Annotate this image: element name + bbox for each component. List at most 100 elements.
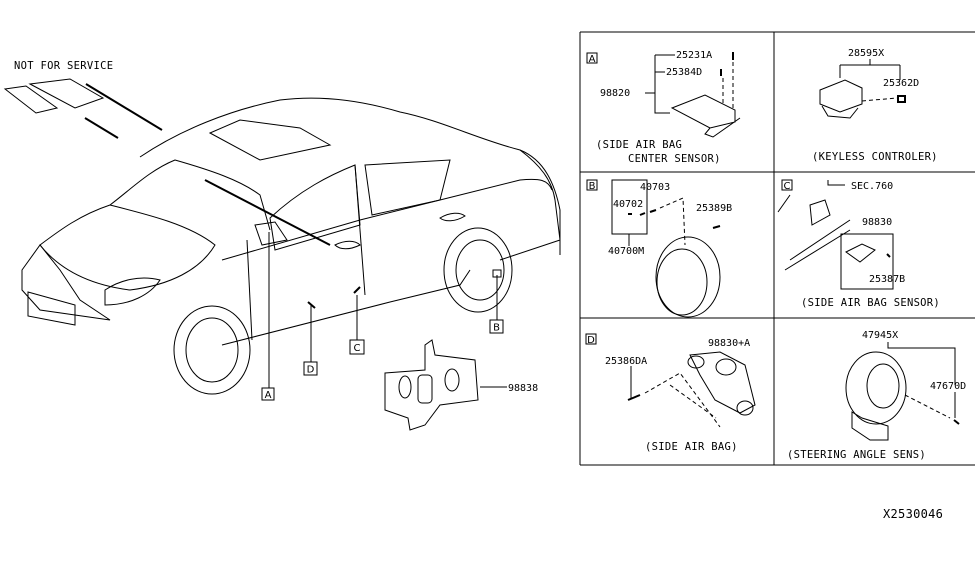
- module-boss-left: [687, 355, 705, 369]
- panel-b-tire-pressure[interactable]: B 40703 40702 40700M 25389B: [586, 179, 732, 318]
- part-98830: 98830: [862, 217, 892, 228]
- part-47945x: 47945X: [862, 330, 898, 341]
- panel-c-sensor-box: [840, 233, 894, 290]
- part-28595x: 28595X: [848, 48, 884, 59]
- bracket-98838[interactable]: 98838: [384, 339, 538, 431]
- module-boss-top: [715, 358, 737, 376]
- front-window: [269, 164, 361, 251]
- panel-d-key: D: [587, 335, 595, 346]
- wheel-rim-outer: [655, 236, 721, 318]
- steering-sensor-ring-outer: [845, 351, 907, 425]
- panel-keyless-caption: (KEYLESS CONTROLER): [812, 151, 938, 163]
- body-structure: [777, 194, 851, 271]
- rear-door-handle: [439, 212, 466, 222]
- panel-d-side-airbag[interactable]: D 98830+A 25386DA (SIDE AIR BAG): [585, 333, 756, 453]
- rear-wheel-tire: [443, 227, 513, 313]
- front-fascia: [21, 244, 111, 321]
- part-25384d: 25384D: [666, 67, 702, 78]
- center-sensor-shape: [670, 94, 741, 138]
- callout-c[interactable]: C: [349, 286, 365, 355]
- bracket-hole-2: [417, 374, 433, 404]
- sunroof: [208, 119, 332, 161]
- panel-a-side-airbag-center-sensor[interactable]: A 25231A 25384D 98820 (SIDE AIR BAG CENT…: [586, 50, 741, 165]
- callout-d[interactable]: D: [303, 301, 318, 376]
- windshield: [109, 159, 271, 231]
- license-plate: [27, 291, 76, 326]
- part-98830a: 98830+A: [708, 338, 750, 349]
- part-47670d: 47670D: [930, 381, 966, 392]
- panel-a-dashes: [722, 62, 734, 108]
- panel-keyless-leaders: [839, 59, 901, 80]
- part-sec760: SEC.760: [851, 181, 893, 192]
- not-for-service-group: NOT FOR SERVICE: [3, 60, 163, 139]
- sensor-d-icon: [307, 301, 316, 309]
- callout-d-label: D: [307, 365, 315, 376]
- flat-part-right: [28, 78, 105, 109]
- panel-steering-angle-sensor[interactable]: 47945X 47670D (STEERING ANGLE SENS): [787, 330, 966, 461]
- panel-c-key-box: [781, 179, 793, 191]
- panel-b-key-box: [586, 179, 598, 191]
- panel-steering-leader-top: [887, 342, 956, 385]
- bracket-hole-3: [444, 368, 460, 392]
- part-25386da: 25386DA: [605, 356, 647, 367]
- panel-a-caption-2: CENTER SENSOR): [628, 153, 721, 165]
- not-for-service-label: NOT FOR SERVICE: [14, 60, 113, 72]
- valve-parts-icon: [628, 209, 657, 216]
- panel-a-key: A: [589, 54, 596, 65]
- steering-sensor-connector: [851, 411, 889, 441]
- side-mirror: [254, 221, 288, 246]
- panel-c-caption: (SIDE AIR BAG SENSOR): [801, 297, 940, 309]
- panel-b-dash: [659, 197, 686, 246]
- panel-d-caption: (SIDE AIR BAG): [645, 441, 738, 453]
- hood: [39, 204, 216, 291]
- part-98820: 98820: [600, 88, 630, 99]
- headlamp: [104, 277, 161, 306]
- wheel-rim-inner: [656, 248, 708, 316]
- panel-a-leaders: [645, 54, 675, 114]
- module-boss-right: [736, 400, 754, 416]
- part-25362d: 25362D: [883, 78, 919, 89]
- panel-b-key: B: [589, 181, 596, 192]
- panel-grid: [579, 31, 975, 466]
- front-door-edge: [246, 239, 253, 341]
- sensor-nut-icon: [712, 225, 721, 229]
- flat-part-left: [3, 85, 59, 114]
- part-25231a: 25231A: [676, 50, 712, 61]
- callout-a-box: [261, 387, 275, 401]
- part-40703: 40703: [640, 182, 670, 193]
- front-wheel-tire: [173, 305, 251, 395]
- screw-icon-2: [953, 419, 960, 425]
- part-40702: 40702: [613, 199, 643, 210]
- harness-line-lower: [84, 117, 119, 139]
- screw-icon: [897, 95, 906, 103]
- panel-a-caption-1: (SIDE AIR BAG: [596, 139, 682, 151]
- panel-keyless-controller[interactable]: 28595X 25362D (KEYLESS CONTROLER): [812, 48, 938, 163]
- rear-window: [364, 159, 451, 216]
- callout-b[interactable]: B: [489, 269, 504, 334]
- sensor-c-icon: [353, 286, 361, 294]
- callout-a-label: A: [265, 390, 272, 401]
- side-airbag-module-shape: [689, 351, 756, 414]
- callout-b-box: [489, 319, 504, 334]
- car-outline: [21, 97, 561, 395]
- panel-c-side-airbag-sensor[interactable]: C SEC.760 98830 25387B (SIDE AIR BAG SEN…: [777, 179, 940, 309]
- callout-c-label: C: [354, 343, 361, 354]
- part-25387b: 25387B: [869, 274, 905, 285]
- harness-line-upper: [85, 83, 163, 131]
- keyless-controller-shape: [819, 79, 863, 119]
- bolt-icons: [720, 52, 734, 76]
- panel-steering-caption: (STEERING ANGLE SENS): [787, 449, 926, 461]
- callout-d-box: [303, 361, 318, 376]
- panel-keyless-dash: [861, 97, 898, 102]
- part-40700m: 40700M: [608, 246, 644, 257]
- tire-valve-sensor-icon: [492, 269, 502, 278]
- callout-b-label: B: [493, 323, 500, 334]
- harness-line-dash: [204, 179, 331, 246]
- front-wheel-rim: [185, 317, 239, 383]
- steering-sensor-ring-inner: [866, 363, 900, 409]
- side-sensor-shape: [845, 243, 876, 263]
- panel-d-dash: [644, 372, 721, 428]
- bracket-outline: [384, 339, 479, 431]
- rocker: [221, 269, 471, 346]
- callout-a[interactable]: A: [261, 232, 275, 401]
